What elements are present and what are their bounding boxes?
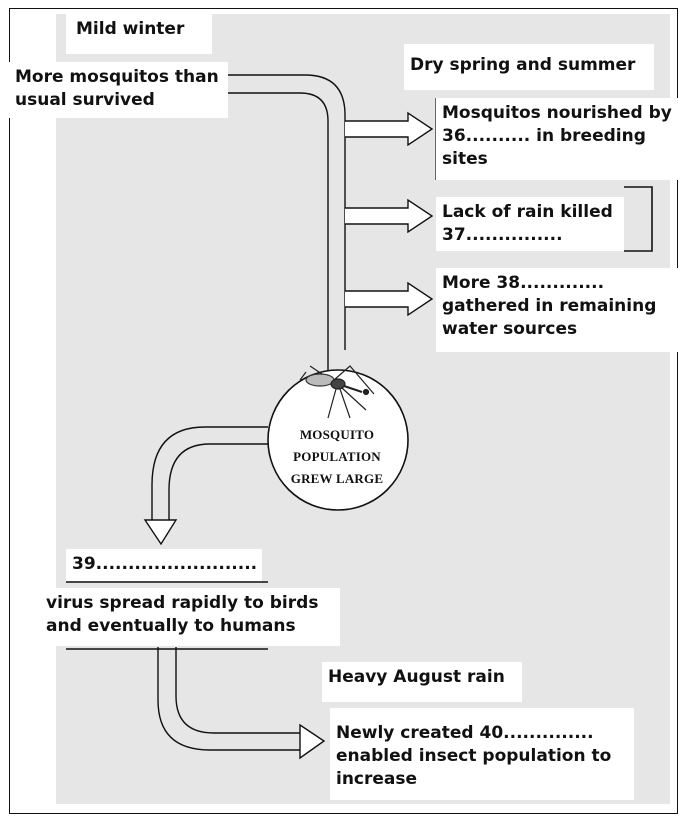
arrow-bottom-outer <box>157 647 300 751</box>
box-39: 39......................... <box>66 549 262 581</box>
arrow-top-inner <box>228 92 329 380</box>
box-virus: virus spread rapidly to birds and eventu… <box>40 588 340 646</box>
heading-mild-winter-text: Mild winter <box>76 19 185 39</box>
box-39-text: 39......................... <box>72 554 258 574</box>
arrow-bottom-inner <box>175 647 300 734</box>
box-nourished: Mosquitos nourished by 36.......... in b… <box>436 98 681 180</box>
box-more-38-text: More 38............. gathered in remaini… <box>442 273 657 339</box>
branch-arrow-37 <box>345 198 434 234</box>
box-lack-rain-text: Lack of rain killed 37............... <box>442 202 613 245</box>
bracket-lack-rain <box>624 186 653 252</box>
arrow-top-outer <box>228 74 346 350</box>
center-label-line1: MOSQUITO <box>299 427 375 442</box>
box-survived-text: More mosquitos than usual survived <box>15 67 219 110</box>
heading-heavy-rain-text: Heavy August rain <box>328 667 505 687</box>
arrow-left-inner <box>168 443 268 520</box>
heading-dry-spring-text: Dry spring and summer <box>410 55 636 75</box>
branch-arrow-36 <box>345 111 434 147</box>
center-label: MOSQUITO POPULATION GREW LARGE <box>272 424 402 490</box>
box-newly-created-text: Newly created 40.............. enabled i… <box>336 723 612 789</box>
arrow-left-head <box>143 519 178 546</box>
branch-arrow-38 <box>345 281 434 317</box>
center-label-line3: GREW LARGE <box>290 471 384 486</box>
center-label-line2: POPULATION <box>293 449 381 464</box>
box-newly-created: Newly created 40.............. enabled i… <box>330 708 634 800</box>
center-circle <box>267 369 409 511</box>
arrow-left-outer <box>151 426 268 520</box>
heading-mild-winter: Mild winter <box>66 14 212 54</box>
mosquito-icon <box>299 365 375 419</box>
box-lack-rain: Lack of rain killed 37............... <box>436 197 624 251</box>
box-nourished-text: Mosquitos nourished by 36.......... in b… <box>442 103 672 169</box>
box-more-38: More 38............. gathered in remaini… <box>436 268 678 352</box>
arrow-bottom-head <box>299 723 326 760</box>
heading-dry-spring: Dry spring and summer <box>404 44 654 90</box>
box-virus-text: virus spread rapidly to birds and eventu… <box>46 593 319 636</box>
box-survived: More mosquitos than usual survived <box>9 62 228 118</box>
heading-heavy-rain: Heavy August rain <box>322 662 522 702</box>
